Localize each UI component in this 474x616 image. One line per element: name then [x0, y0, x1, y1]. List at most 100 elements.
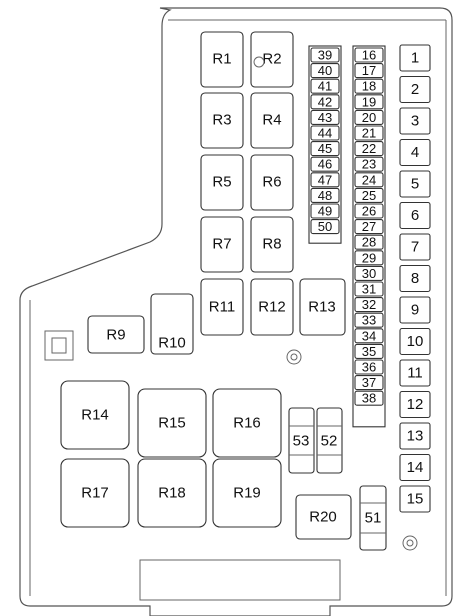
svg-text:R1: R1	[212, 51, 231, 68]
svg-text:52: 52	[321, 433, 338, 450]
mounting-screw-icon	[286, 349, 302, 365]
svg-text:23: 23	[362, 157, 376, 172]
fuse-6: 6	[399, 201, 431, 230]
fuse-17: 17	[354, 63, 384, 79]
svg-text:7: 7	[411, 239, 419, 256]
relay-r1: R1	[200, 31, 244, 88]
svg-text:51: 51	[365, 510, 382, 527]
svg-text:46: 46	[318, 157, 332, 172]
fuse-45: 45	[310, 141, 340, 157]
svg-text:13: 13	[407, 428, 424, 445]
fuse-35: 35	[354, 343, 384, 359]
relay-r12: R12	[250, 278, 294, 336]
fuse-3: 3	[399, 107, 431, 135]
fuse-12: 12	[399, 390, 431, 419]
fuse-5: 5	[399, 170, 431, 198]
mini-fuse-column-middle: 1617181920212223242526272829303132333435…	[352, 45, 386, 428]
fuse-10: 10	[399, 327, 431, 356]
relay-r15: R15	[137, 388, 207, 458]
fuse-19: 19	[354, 94, 384, 110]
fuse-9: 9	[399, 296, 431, 324]
svg-text:27: 27	[362, 219, 376, 234]
large-fuse-53: 53	[288, 407, 315, 474]
relay-r18: R18	[137, 458, 207, 528]
large-fuse-52: 52	[316, 407, 343, 474]
fuse-38: 38	[354, 390, 384, 406]
svg-text:R4: R4	[262, 112, 281, 129]
relay-r11: R11	[200, 278, 244, 336]
fuse-18: 18	[354, 78, 384, 94]
relay-r6: R6	[250, 154, 294, 211]
fuse-14: 14	[399, 453, 431, 482]
fuse-39: 39	[310, 47, 340, 63]
svg-text:R5: R5	[212, 174, 231, 191]
relay-r8: R8	[250, 216, 294, 273]
svg-text:4: 4	[411, 144, 419, 161]
connector-bracket	[44, 330, 74, 361]
svg-text:R10: R10	[158, 335, 186, 352]
fuse-33: 33	[354, 312, 384, 328]
fuse-15: 15	[399, 485, 431, 513]
svg-text:53: 53	[293, 433, 310, 450]
svg-text:48: 48	[318, 188, 332, 203]
relay-r4: R4	[250, 92, 294, 149]
svg-text:R9: R9	[106, 327, 125, 344]
svg-text:41: 41	[318, 79, 332, 94]
housing-inner-edge	[29, 19, 447, 596]
svg-text:40: 40	[318, 63, 332, 78]
fuse-41: 41	[310, 78, 340, 94]
mounting-screw-icon	[253, 56, 265, 68]
fuse-16: 16	[354, 47, 384, 63]
svg-text:35: 35	[362, 344, 376, 359]
svg-text:42: 42	[318, 94, 332, 109]
fuse-1: 1	[399, 44, 431, 72]
relay-r20: R20	[295, 494, 352, 540]
svg-text:32: 32	[362, 297, 376, 312]
svg-text:50: 50	[318, 219, 332, 234]
svg-text:R12: R12	[258, 299, 286, 316]
svg-text:R18: R18	[158, 485, 186, 502]
fuse-34: 34	[354, 328, 384, 344]
fuse-49: 49	[310, 203, 340, 219]
relay-r14: R14	[60, 380, 130, 450]
fuse-8: 8	[399, 264, 431, 293]
fuse-22: 22	[354, 141, 384, 157]
fuse-7: 7	[399, 233, 431, 261]
svg-text:12: 12	[407, 396, 424, 413]
mounting-screw-icon	[406, 539, 414, 547]
relay-r16: R16	[212, 388, 282, 458]
svg-text:1: 1	[411, 50, 419, 67]
svg-text:R13: R13	[308, 299, 336, 316]
relay-r10: R10	[150, 293, 194, 355]
svg-text:43: 43	[318, 110, 332, 125]
svg-text:33: 33	[362, 313, 376, 328]
fuse-48: 48	[310, 187, 340, 203]
svg-text:11: 11	[407, 365, 423, 382]
fuse-26: 26	[354, 203, 384, 219]
svg-text:26: 26	[362, 204, 376, 219]
bottom-connector	[139, 559, 341, 601]
fuse-27: 27	[354, 219, 384, 235]
relay-r7: R7	[200, 216, 244, 273]
fuse-13: 13	[399, 422, 431, 450]
fuse-11: 11	[399, 359, 431, 387]
svg-text:8: 8	[411, 270, 419, 287]
relay-r9: R9	[87, 315, 145, 354]
svg-text:29: 29	[362, 250, 376, 265]
fuse-21: 21	[354, 125, 384, 141]
svg-text:R15: R15	[158, 415, 186, 432]
svg-text:47: 47	[318, 172, 332, 187]
fuse-30: 30	[354, 265, 384, 281]
mounting-screw-icon	[402, 535, 418, 551]
fuse-29: 29	[354, 250, 384, 266]
fuse-25: 25	[354, 187, 384, 203]
fuse-20: 20	[354, 109, 384, 125]
fuse-43: 43	[310, 109, 340, 125]
relay-r19: R19	[212, 458, 282, 528]
fuse-31: 31	[354, 281, 384, 297]
svg-text:34: 34	[362, 328, 376, 343]
svg-text:30: 30	[362, 266, 376, 281]
svg-text:19: 19	[362, 94, 376, 109]
fuse-44: 44	[310, 125, 340, 141]
